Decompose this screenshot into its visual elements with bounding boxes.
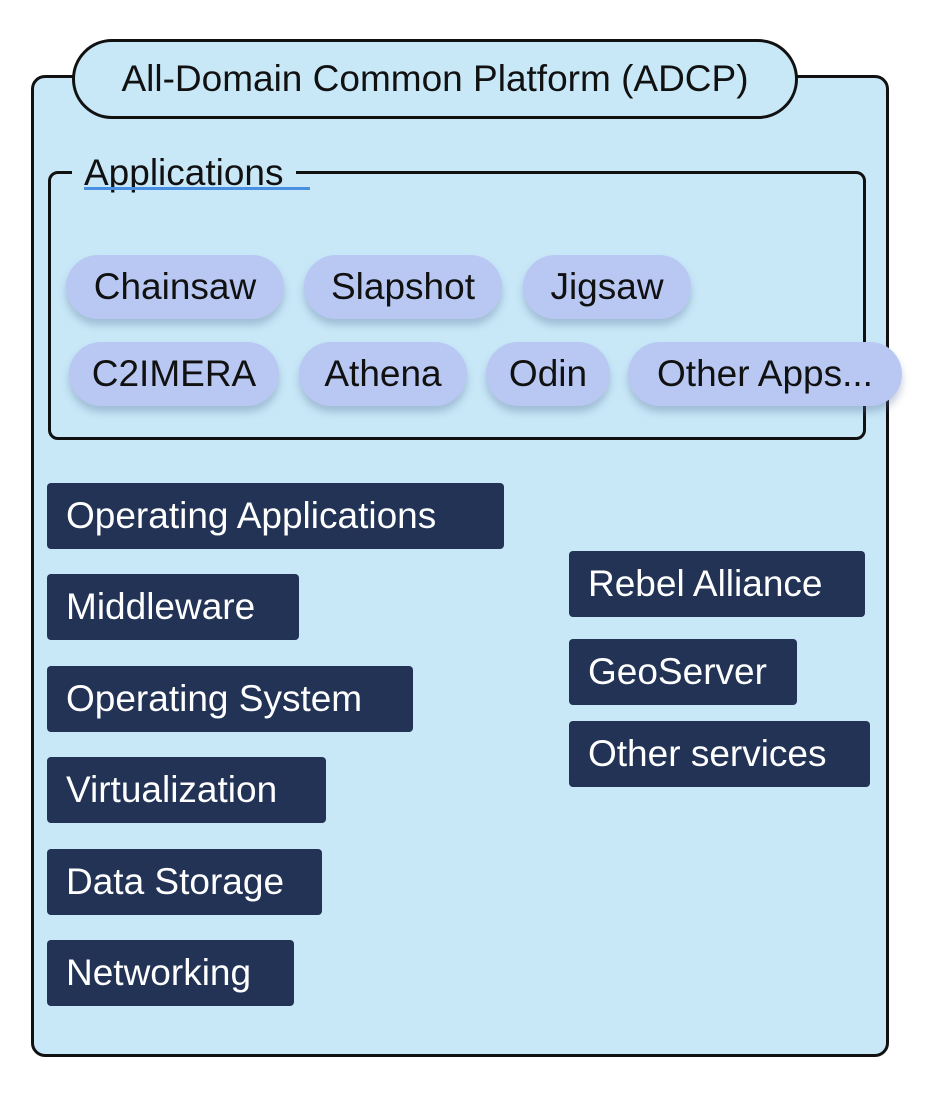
app-chainsaw[interactable]: Chainsaw bbox=[66, 255, 284, 319]
layer-operating-system: Operating System bbox=[47, 666, 413, 732]
layer-middleware: Middleware bbox=[47, 574, 299, 640]
layer-networking: Networking bbox=[47, 940, 294, 1006]
app-athena[interactable]: Athena bbox=[299, 342, 467, 406]
applications-label: Applications bbox=[72, 150, 310, 196]
service-geoserver: GeoServer bbox=[569, 639, 797, 705]
applications-group bbox=[48, 171, 866, 440]
app-jigsaw[interactable]: Jigsaw bbox=[523, 255, 691, 319]
app-slapshot[interactable]: Slapshot bbox=[304, 255, 502, 319]
layer-virtualization: Virtualization bbox=[47, 757, 326, 823]
app-odin[interactable]: Odin bbox=[486, 342, 610, 406]
applications-label-text: Applications bbox=[84, 152, 284, 193]
service-rebel-alliance: Rebel Alliance bbox=[569, 551, 865, 617]
service-other-services: Other services bbox=[569, 721, 870, 787]
app-other-apps[interactable]: Other Apps... bbox=[628, 342, 902, 406]
app-c2imera[interactable]: C2IMERA bbox=[69, 342, 279, 406]
spellcheck-underline bbox=[84, 187, 310, 190]
platform-title: All-Domain Common Platform (ADCP) bbox=[72, 39, 798, 119]
layer-operating-applications: Operating Applications bbox=[47, 483, 504, 549]
layer-data-storage: Data Storage bbox=[47, 849, 322, 915]
